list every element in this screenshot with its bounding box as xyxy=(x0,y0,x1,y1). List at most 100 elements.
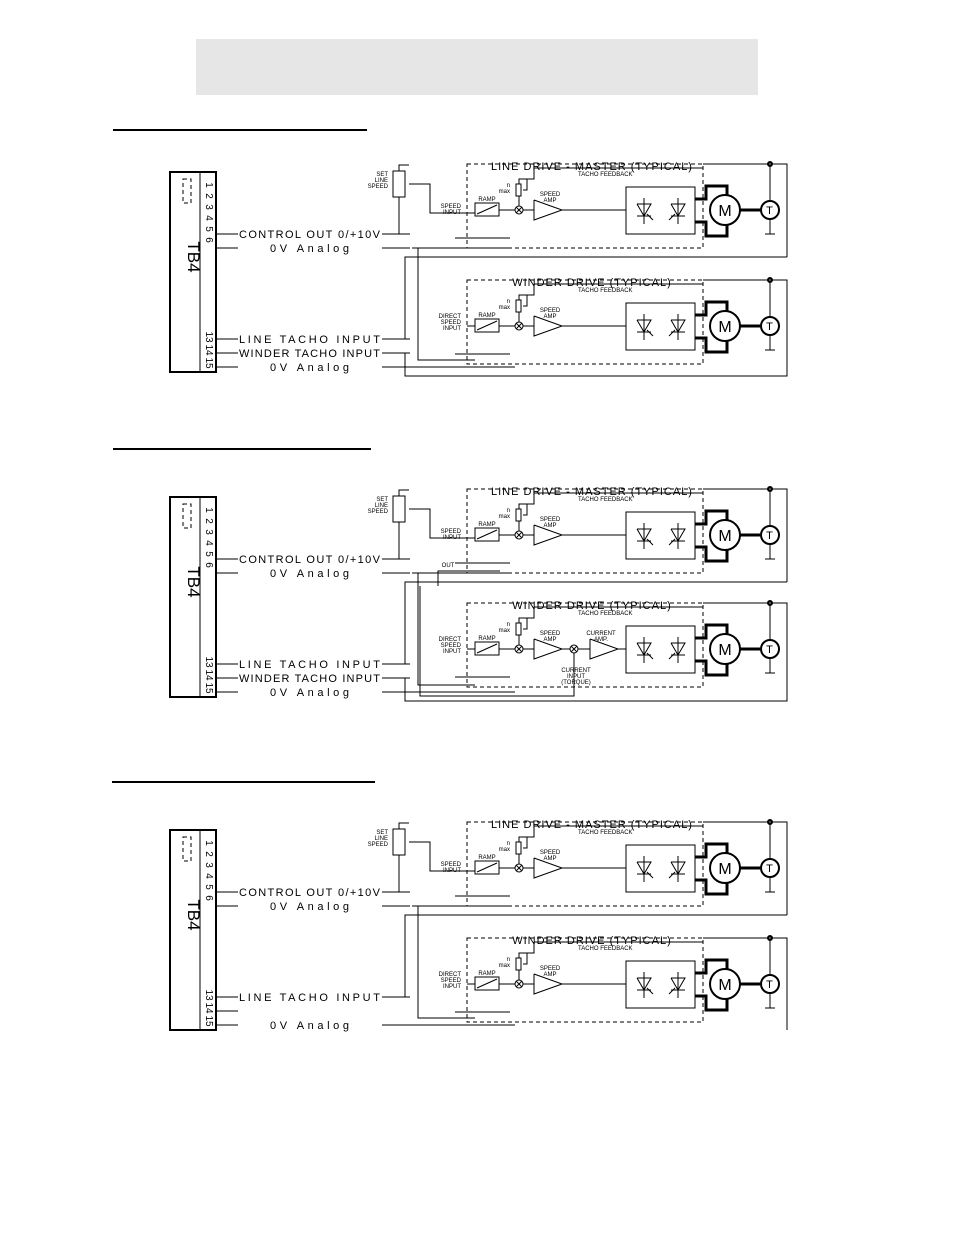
armature-wire xyxy=(695,842,729,859)
drive-title: LINE DRIVE - MASTER (TYPICAL) xyxy=(491,161,693,173)
signal-label-4: WINDER TACHO INPUT xyxy=(239,673,381,685)
armature-wire xyxy=(695,878,729,896)
ramp-label: RAMP xyxy=(478,636,495,642)
speed-amp-label: AMP xyxy=(543,856,556,862)
wire xyxy=(646,987,654,995)
drive-enclosure xyxy=(466,279,704,365)
pin-label: 3 xyxy=(203,204,214,210)
pin-label: 15 xyxy=(203,682,214,694)
pin-label: 1 xyxy=(203,182,214,188)
tacho-label: T xyxy=(766,205,774,217)
pin-label: 2 xyxy=(203,518,214,524)
pin-label: 15 xyxy=(203,1015,214,1027)
n-max-pot xyxy=(515,299,522,313)
current-input-wire xyxy=(419,586,575,697)
set-line-speed-pot xyxy=(392,495,406,523)
current-input-label: INPUT xyxy=(567,674,585,680)
n-max-label: n xyxy=(507,841,510,847)
section-2-heading-rule xyxy=(113,448,371,450)
wire xyxy=(646,538,654,546)
wire xyxy=(668,871,676,879)
wire xyxy=(523,504,528,516)
set-line-speed-label: SPEED xyxy=(368,842,389,848)
tacho-frame xyxy=(703,279,788,372)
tacho-label: T xyxy=(766,321,774,333)
speed-input-label: INPUT xyxy=(443,868,461,874)
pin-label: 14 xyxy=(203,669,214,681)
n-max-label: n xyxy=(507,622,510,628)
drive-enclosure xyxy=(466,602,704,688)
motor-label: M xyxy=(718,642,731,659)
line-tacho-wire xyxy=(382,914,787,998)
speed-amp-label: AMP xyxy=(543,523,556,529)
tacho-frame xyxy=(703,937,788,1030)
armature-wire xyxy=(695,509,729,526)
pin-label: 14 xyxy=(203,344,214,356)
wire xyxy=(523,295,528,307)
summing-cross xyxy=(515,206,523,214)
wire xyxy=(668,987,676,995)
drive-title: WINDER DRIVE (TYPICAL) xyxy=(512,600,672,612)
n-max-label: n xyxy=(507,508,510,514)
tacho-frame xyxy=(703,488,788,579)
armature-wire xyxy=(695,184,729,201)
armature-wire xyxy=(695,220,729,238)
section-3-heading-rule xyxy=(112,781,375,783)
speed-input-label: SPEED xyxy=(441,204,462,210)
speed-amp-label: AMP xyxy=(543,198,556,204)
thyristor-bridge xyxy=(625,625,696,674)
signal-label-4: WINDER TACHO INPUT xyxy=(239,348,381,360)
ramp-curve xyxy=(476,862,498,873)
winder-drive-block: WINDER DRIVE (TYPICAL)TACHO FEEDBACKDIRE… xyxy=(439,600,788,697)
pin-label: 4 xyxy=(203,215,214,221)
wire xyxy=(398,822,409,829)
terminal-block-tb4 xyxy=(169,496,217,698)
armature-wire xyxy=(695,300,729,317)
n-max-pot xyxy=(515,183,522,197)
set-line-speed-pot xyxy=(392,828,406,856)
out-label: OUT xyxy=(442,563,455,569)
n-max-pot xyxy=(515,957,522,971)
current-amp-label: CURRENT xyxy=(586,631,616,637)
wire xyxy=(570,645,578,653)
drive-title: LINE DRIVE - MASTER (TYPICAL) xyxy=(491,819,693,831)
speed-amp-label: AMP xyxy=(543,314,556,320)
armature-wire xyxy=(695,545,729,563)
drive-enclosure xyxy=(466,937,704,1023)
speed-input-label: SPEED xyxy=(441,643,462,649)
ramp-curve xyxy=(476,978,498,989)
signal-label-2: 0V Analog xyxy=(270,901,350,913)
ramp-label: RAMP xyxy=(478,971,495,977)
direct-speed-wire xyxy=(417,573,475,686)
wire xyxy=(668,538,676,546)
pin-label: 6 xyxy=(203,895,214,901)
tacho-feedback-label: TACHO FEEDBACK xyxy=(578,830,633,836)
motor-label: M xyxy=(718,203,731,220)
speed-input-label: INPUT xyxy=(443,535,461,541)
motor-label: M xyxy=(718,319,731,336)
signal-label-3: LINE TACHO INPUT xyxy=(239,334,381,346)
n-max-label: max xyxy=(499,189,510,195)
set-line-speed-label: LINE xyxy=(375,503,388,509)
line-drive-master-block: LINE DRIVE - MASTER (TYPICAL)TACHO FEEDB… xyxy=(441,486,788,579)
n-max-label: n xyxy=(507,957,510,963)
pin-label: 2 xyxy=(203,193,214,199)
wire xyxy=(668,213,676,221)
pins-unused-bracket xyxy=(182,503,192,529)
speed-input-label: INPUT xyxy=(443,649,461,655)
n-max-pot xyxy=(515,841,522,855)
speed-amp-label: AMP xyxy=(543,972,556,978)
out-wire xyxy=(437,570,500,586)
ramp-curve xyxy=(476,320,498,331)
drive-title: LINE DRIVE - MASTER (TYPICAL) xyxy=(491,486,693,498)
ramp-curve xyxy=(476,204,498,215)
set-line-speed-label: LINE xyxy=(375,836,388,842)
pin-label: 1 xyxy=(203,840,214,846)
signal-label-2: 0V Analog xyxy=(270,568,350,580)
pin-label: 1 xyxy=(203,507,214,513)
armature-wire xyxy=(695,336,729,354)
n-max-label: max xyxy=(499,628,510,634)
pin-label: 13 xyxy=(203,331,214,343)
